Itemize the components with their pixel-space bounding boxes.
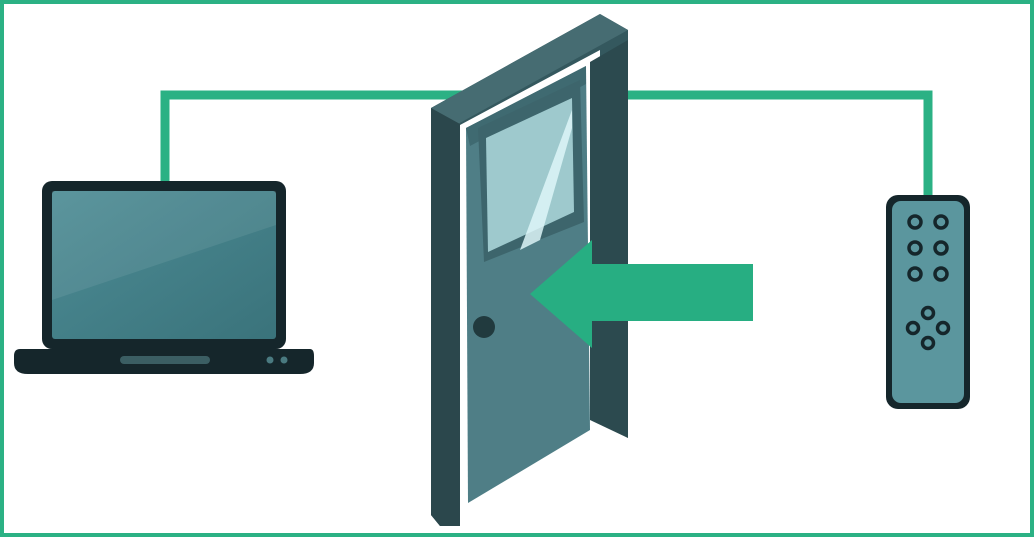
connector-laptop-door (165, 95, 462, 182)
laptop-icon (14, 181, 314, 374)
connector-door-remote (626, 95, 928, 196)
remote-control-icon (886, 195, 970, 409)
